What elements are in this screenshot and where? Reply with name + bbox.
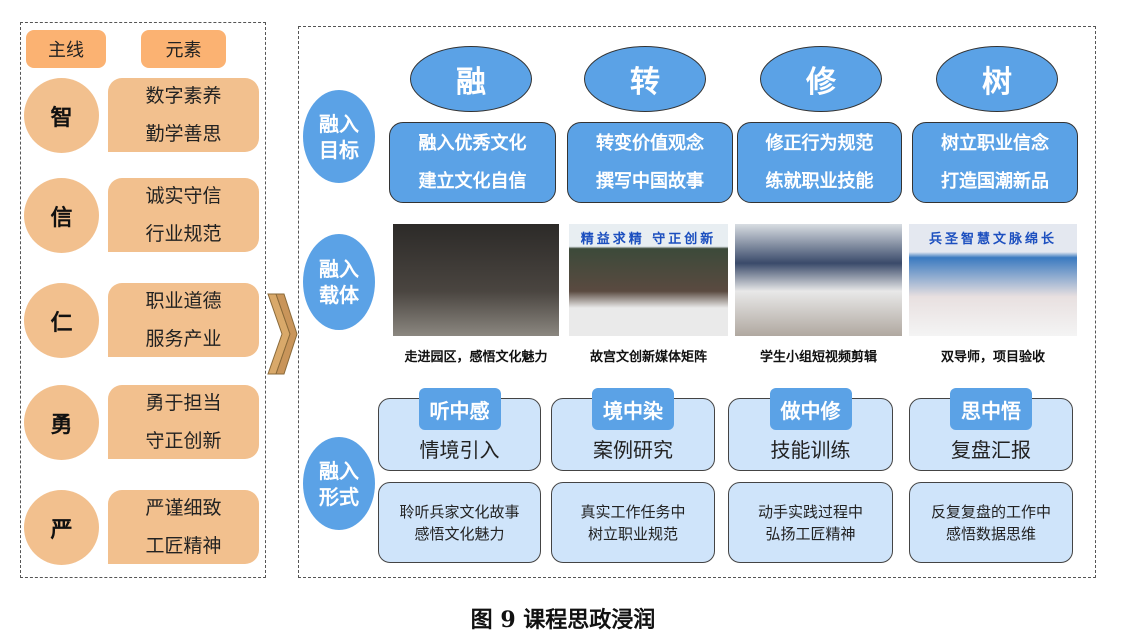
form-method: 案例研究	[593, 438, 673, 462]
column-header: 转	[584, 46, 706, 112]
form-method-box: 复盘汇报	[909, 398, 1073, 471]
header-main: 主线	[26, 30, 106, 68]
row-label-form: 融入形式	[303, 437, 375, 530]
main-line-circle: 勇	[24, 385, 99, 460]
element-text: 数字素养	[145, 85, 222, 107]
column-header: 融	[410, 46, 532, 112]
label: 目标	[319, 137, 359, 162]
form-desc-box: 聆听兵家文化故事感悟文化魅力	[378, 482, 541, 563]
form-desc: 弘扬工匠精神	[765, 524, 856, 543]
photo	[735, 224, 902, 336]
left-panel	[20, 22, 266, 578]
header-elements: 元素	[141, 30, 226, 68]
figure-caption: 图 9 课程思政浸润	[470, 607, 656, 633]
main-line-circle: 仁	[24, 283, 99, 358]
photo-caption: 故宫文创新媒体矩阵	[589, 350, 707, 365]
element-box: 勇于担当守正创新	[108, 385, 259, 459]
element-text: 工匠精神	[145, 535, 222, 557]
element-box: 职业道德服务产业	[108, 283, 259, 357]
form-desc: 树立职业规范	[587, 524, 678, 543]
element-text: 服务产业	[145, 328, 222, 350]
form-tag: 思中悟	[950, 388, 1032, 430]
label: 融入	[319, 257, 359, 281]
row-label-goal: 融入目标	[303, 90, 375, 183]
form-method: 技能训练	[770, 438, 851, 462]
form-desc: 感悟文化魅力	[414, 524, 505, 543]
element-text: 守正创新	[145, 430, 222, 452]
form-desc: 聆听兵家文化故事	[399, 502, 520, 521]
goal-text: 建立文化自信	[418, 170, 527, 192]
element-box: 严谨细致工匠精神	[108, 490, 259, 564]
goal-text: 转变价值观念	[596, 132, 704, 154]
form-method: 复盘汇报	[951, 438, 1031, 462]
element-text: 严谨细致	[145, 497, 222, 519]
photo-sign: 兵圣智慧文脉绵长	[928, 232, 1057, 247]
goal-box: 树立职业信念打造国潮新品	[912, 122, 1078, 203]
element-text: 诚实守信	[145, 185, 222, 207]
element-text: 职业道德	[145, 290, 222, 312]
element-text: 勇于担当	[145, 392, 222, 414]
form-desc: 动手实践过程中	[757, 502, 863, 521]
photo-caption: 走进园区，感悟文化魅力	[404, 350, 548, 365]
photo-caption: 双导师，项目验收	[940, 350, 1045, 365]
form-tag: 听中感	[418, 388, 501, 430]
element-box: 诚实守信行业规范	[108, 178, 259, 252]
goal-text: 打造国潮新品	[941, 170, 1049, 192]
label: 载体	[319, 283, 359, 307]
photo-caption: 学生小组短视频剪辑	[759, 350, 877, 365]
goal-text: 撰写中国故事	[596, 170, 704, 192]
form-desc-box: 动手实践过程中弘扬工匠精神	[728, 482, 893, 563]
goal-text: 融入优秀文化	[418, 132, 527, 154]
form-desc-box: 真实工作任务中树立职业规范	[551, 482, 715, 563]
element-text: 勤学善思	[145, 123, 222, 145]
form-method-box: 案例研究	[551, 398, 715, 471]
label: 形式	[319, 484, 359, 509]
main-line-circle: 严	[24, 490, 99, 565]
photo: 兵圣智慧文脉绵长	[909, 224, 1077, 336]
row-label-carrier: 融入载体	[303, 234, 375, 330]
photo: 精益求精 守正创新	[569, 224, 728, 336]
photo-sign: 精益求精 守正创新	[580, 232, 717, 247]
main-line-circle: 信	[24, 178, 99, 253]
label: 融入	[319, 111, 359, 136]
goal-text: 树立职业信念	[941, 132, 1049, 154]
main-line-circle: 智	[24, 78, 99, 153]
goal-text: 修正行为规范	[765, 132, 874, 154]
form-desc: 反复复盘的工作中	[930, 502, 1051, 521]
column-header: 树	[936, 46, 1058, 112]
goal-box: 修正行为规范练就职业技能	[737, 122, 902, 203]
chevron-right-icon	[267, 293, 298, 375]
label: 融入	[319, 458, 359, 483]
form-tag: 做中修	[769, 388, 852, 430]
form-desc: 真实工作任务中	[580, 502, 686, 521]
photo	[393, 224, 559, 336]
form-tag: 境中染	[592, 388, 674, 430]
right-panel	[298, 26, 1096, 578]
goal-box: 转变价值观念撰写中国故事	[567, 122, 733, 203]
column-header: 修	[760, 46, 882, 112]
element-text: 行业规范	[145, 223, 222, 245]
goal-text: 练就职业技能	[765, 170, 874, 192]
goal-box: 融入优秀文化建立文化自信	[389, 122, 556, 203]
element-box: 数字素养勤学善思	[108, 78, 259, 152]
form-method: 情境引入	[419, 438, 500, 462]
form-desc: 感悟数据思维	[945, 524, 1036, 543]
form-desc-box: 反复复盘的工作中感悟数据思维	[909, 482, 1073, 563]
